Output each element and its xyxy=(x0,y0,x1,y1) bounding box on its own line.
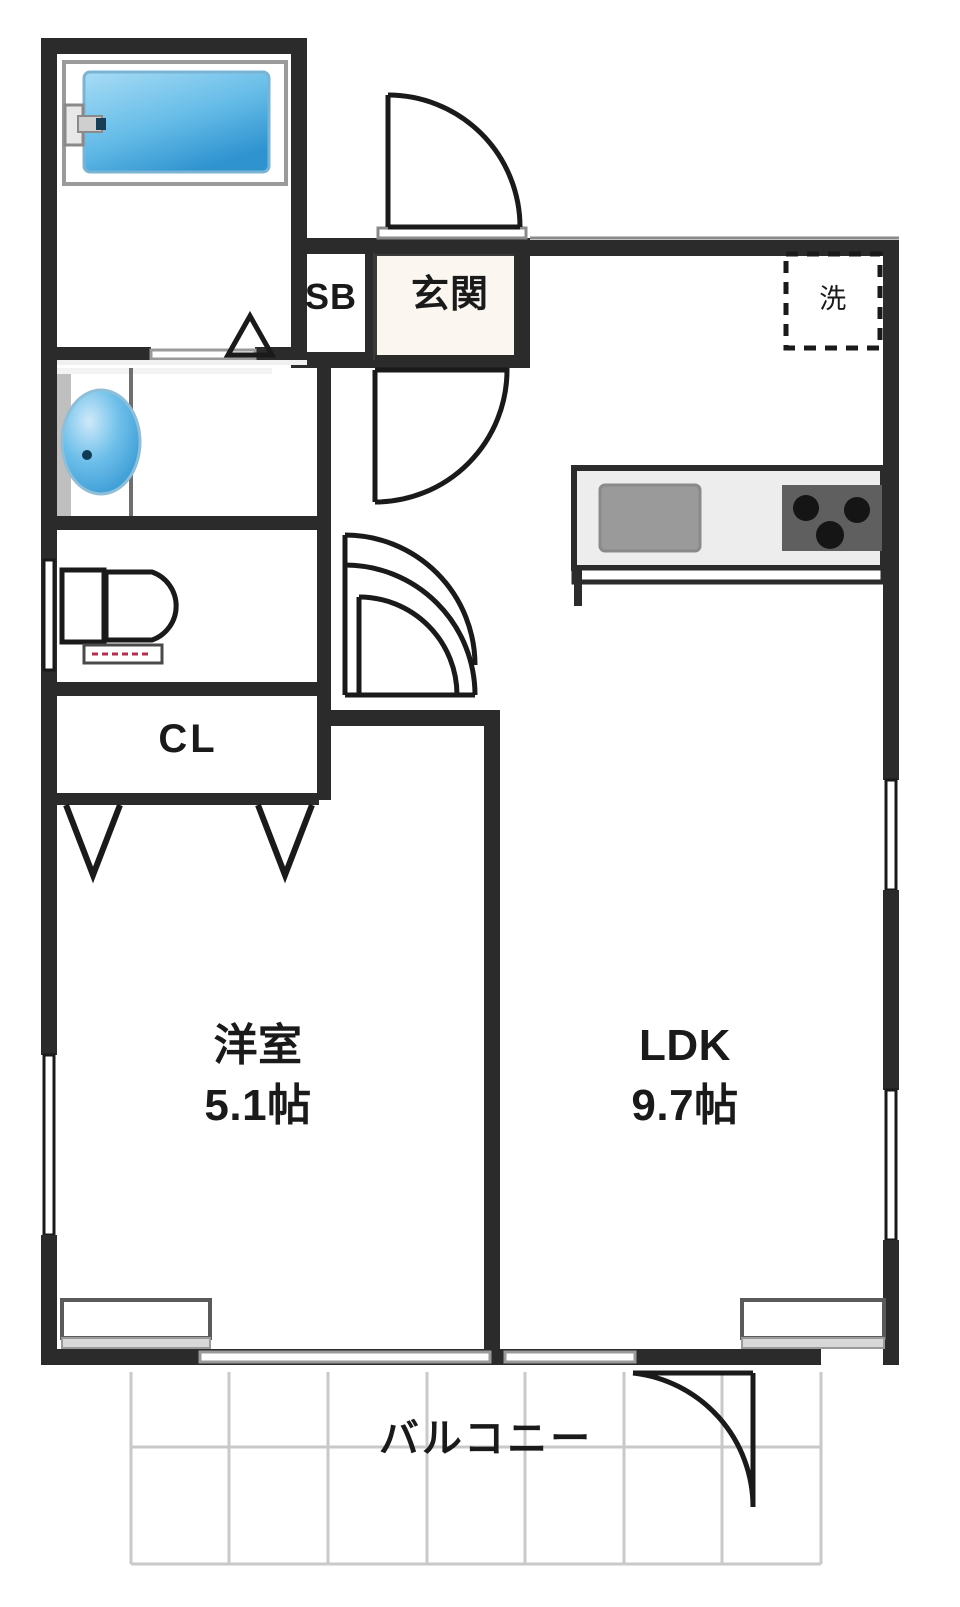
ldk-name-label: LDK xyxy=(639,1021,731,1070)
washbasin-icon xyxy=(60,388,142,496)
kitchen-counter xyxy=(571,465,886,606)
ldk-area-label: 9.7帖 xyxy=(631,1081,739,1130)
bathroom-area xyxy=(62,60,288,186)
entrance-area xyxy=(291,226,530,368)
bedroom-area-label: 5.1帖 xyxy=(204,1081,312,1130)
closet-area xyxy=(41,696,331,884)
bathtub-icon xyxy=(63,70,271,174)
entrance-label: 玄関 xyxy=(410,274,489,316)
bathroom-walls xyxy=(41,310,307,363)
inner-guides xyxy=(57,360,307,365)
balcony-area xyxy=(129,1372,823,1566)
ldk-window-icon xyxy=(740,1298,886,1349)
bedroom-window-icon xyxy=(60,1298,212,1349)
corridor-door-swing-icon xyxy=(372,367,510,505)
toilet-area xyxy=(41,530,331,696)
stove-icon xyxy=(782,485,882,551)
bedroom-walls xyxy=(60,710,500,1364)
balcony-label: バルコニー xyxy=(378,1417,594,1461)
closet-label: CL xyxy=(158,717,218,761)
bedroom-door-folding-icon xyxy=(342,532,478,666)
closet-folding-icon xyxy=(63,803,315,884)
ldk-balcony-opening xyxy=(503,1350,637,1364)
washer-slot-icon xyxy=(783,251,883,351)
washer-label: 洗 xyxy=(819,284,847,314)
bedroom-name-label: 洋室 xyxy=(213,1021,303,1070)
toilet-icon xyxy=(59,567,179,665)
entrance-door-swing-icon xyxy=(385,92,523,230)
sink-icon xyxy=(598,483,702,553)
balcony-door-swing-icon xyxy=(632,1370,756,1508)
washbasin-area xyxy=(41,368,331,530)
toilet-door-swing-icon xyxy=(342,562,478,698)
shoe-box-label: SB xyxy=(304,276,357,317)
